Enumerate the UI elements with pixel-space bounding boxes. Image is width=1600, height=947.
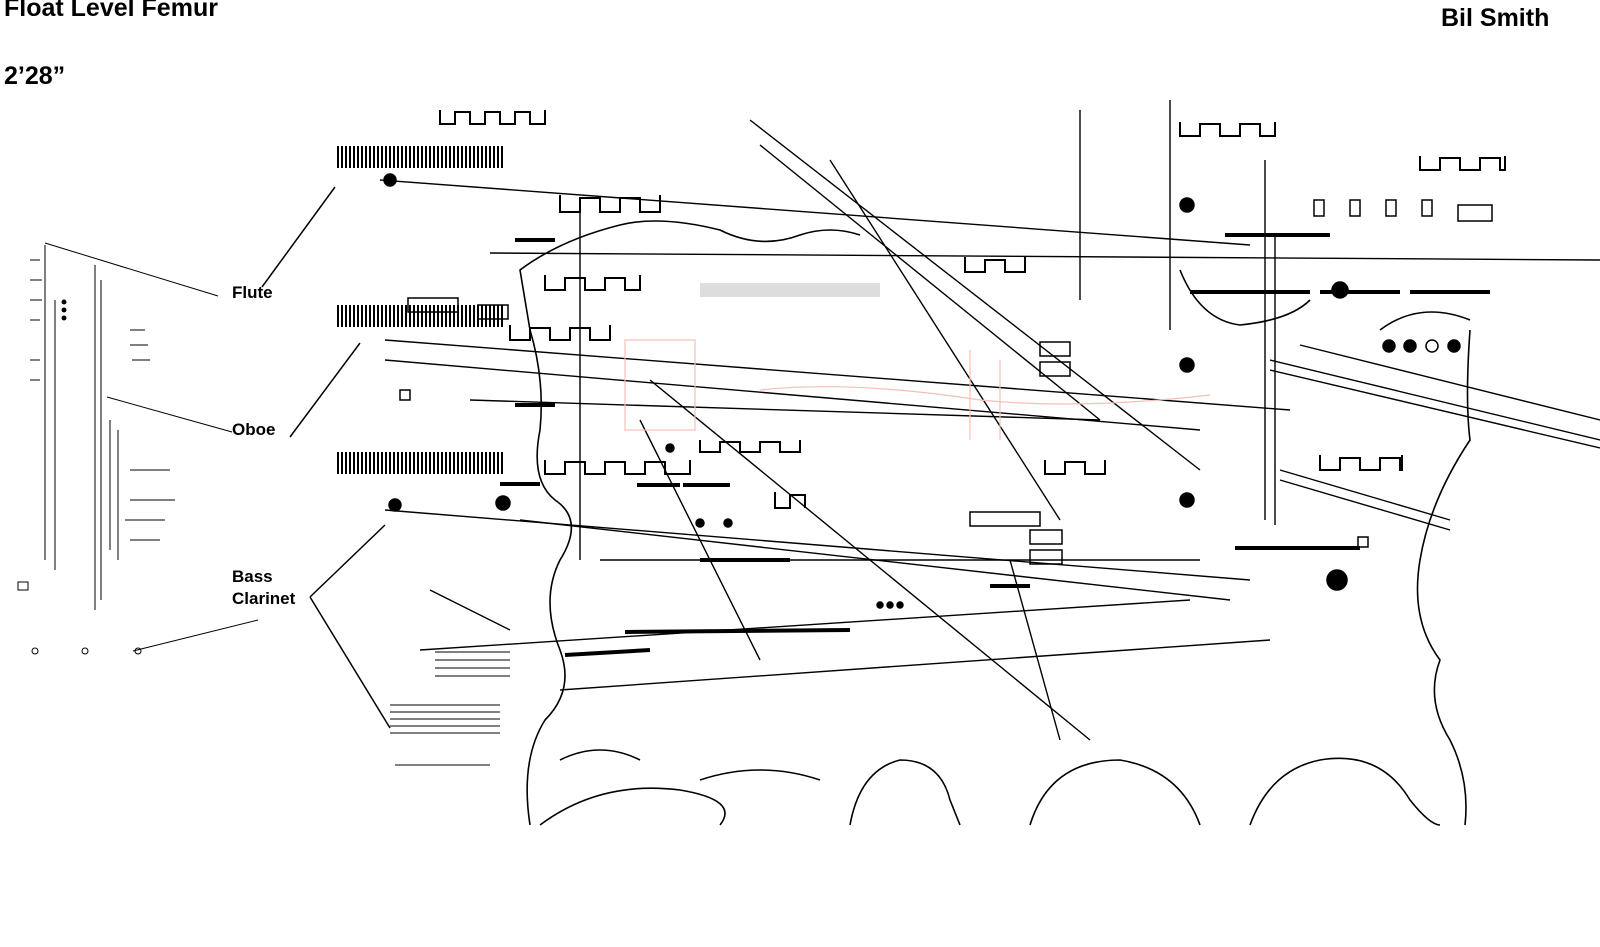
notation-boxes: [399, 199, 1493, 565]
thick-beams: [500, 233, 1490, 657]
notation-glyph-rows: [439, 110, 1506, 509]
score-title: Float Level Femur: [4, 0, 218, 22]
score-outline-shapes: [519, 220, 1471, 826]
instrument-label-bass-clarinet: Bass Clarinet: [232, 566, 295, 610]
instrument-label-oboe: Oboe: [232, 420, 276, 439]
staff-block-bass-clarinet: [337, 452, 503, 474]
instrument-label-bass: Bass: [232, 567, 273, 586]
grey-band: [700, 283, 880, 297]
staff-block-oboe: [337, 305, 503, 327]
score-duration: 2’28”: [4, 62, 66, 90]
faint-overlay-shapes: [624, 339, 1211, 440]
staff-block-flute: [337, 146, 503, 168]
instrument-label-flute: Flute: [232, 283, 273, 302]
score-sweep-lines: [379, 100, 1600, 741]
instrument-label-clarinet: Clarinet: [232, 589, 296, 608]
composer-name: Bil Smith: [1441, 4, 1550, 32]
label-pointer-lines: [261, 186, 391, 729]
bass-clarinet-staff: [390, 651, 510, 766]
note-heads: [383, 173, 1461, 609]
score-overview-thumbnail: [17, 242, 259, 655]
